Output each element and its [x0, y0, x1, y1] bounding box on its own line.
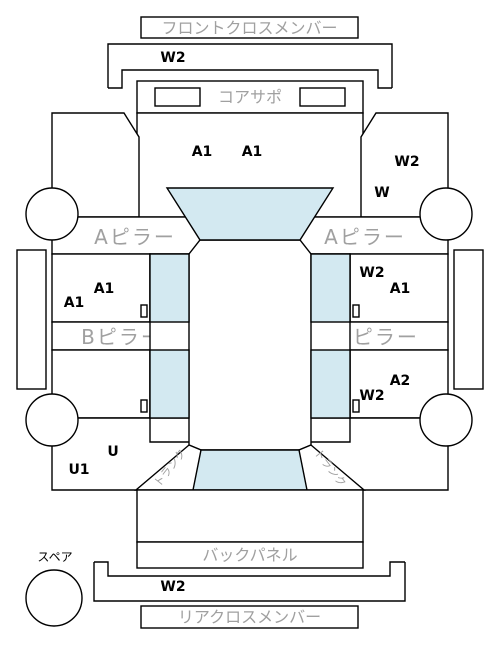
- rear-window: [192, 449, 308, 491]
- rear-door-right-mark-w2: W2: [359, 388, 384, 404]
- rocker-left: [16, 249, 47, 390]
- side-window-rear-left: [149, 349, 190, 419]
- front-fender-right-mark-w: W: [374, 185, 389, 201]
- rear-wheel-right: [419, 393, 473, 447]
- front-fender-right-mark-w2: W2: [394, 154, 419, 170]
- rocker-right: [453, 249, 484, 390]
- a-pillar-left-label: Aピラー: [94, 225, 176, 249]
- front-door-right-mark-a1: A1: [390, 281, 411, 297]
- back-panel-label: バックパネル: [202, 546, 297, 565]
- hood-mark-right: A1: [242, 144, 263, 160]
- front-door-left-handle: [140, 304, 148, 318]
- rear-bumper-outer: [93, 562, 406, 602]
- front-door-right-mark-w2: W2: [359, 265, 384, 281]
- rear-quarter-left-mark-u1: U1: [68, 462, 89, 478]
- headlight-right: [299, 87, 346, 107]
- b-pillar-left-label: Bピラー: [81, 325, 163, 349]
- roof: [188, 239, 312, 451]
- windshield: [165, 187, 335, 241]
- side-window-front-right: [310, 253, 351, 323]
- rear-bumper-inner: [94, 561, 405, 577]
- rear-quarter-left-mark-u: U: [107, 444, 118, 460]
- side-window-front-left: [149, 253, 190, 323]
- a-pillar-right-label: Aピラー: [324, 225, 406, 249]
- back-panel-box: [136, 541, 364, 569]
- headlight-left: [154, 87, 201, 107]
- side-window-rear-right: [310, 349, 351, 419]
- spare-tire: [25, 569, 83, 627]
- rear-door-right-mark-a2: A2: [390, 373, 411, 389]
- front-bumper-outer: [107, 43, 393, 88]
- front-cross-member-box: [140, 16, 359, 39]
- front-door-left-mark-bottom: A1: [64, 295, 85, 311]
- core-support-label: コアサポ: [218, 88, 282, 107]
- front-bumper-mark: W2: [160, 50, 185, 66]
- rear-bumper-mark: W2: [160, 579, 185, 595]
- front-door-left: [51, 253, 151, 323]
- rear-cross-member-box: [140, 605, 359, 629]
- front-door-right-handle: [352, 304, 360, 318]
- hood-mark-left: A1: [192, 144, 213, 160]
- front-wheel-right: [419, 187, 473, 241]
- rear-wheel-left: [25, 393, 79, 447]
- rear-door-left-handle: [140, 399, 148, 413]
- rear-door-right-handle: [352, 399, 360, 413]
- front-cross-member-label: フロントクロスメンバー: [161, 19, 337, 38]
- front-door-left-mark-top: A1: [94, 281, 115, 297]
- trunk-lid: [136, 489, 364, 543]
- front-door-right: [349, 253, 449, 323]
- rear-cross-member-label: リアクロスメンバー: [178, 608, 321, 627]
- front-bumper-inner: [108, 69, 392, 89]
- spare-label: スペア: [37, 550, 72, 564]
- front-wheel-left: [25, 187, 79, 241]
